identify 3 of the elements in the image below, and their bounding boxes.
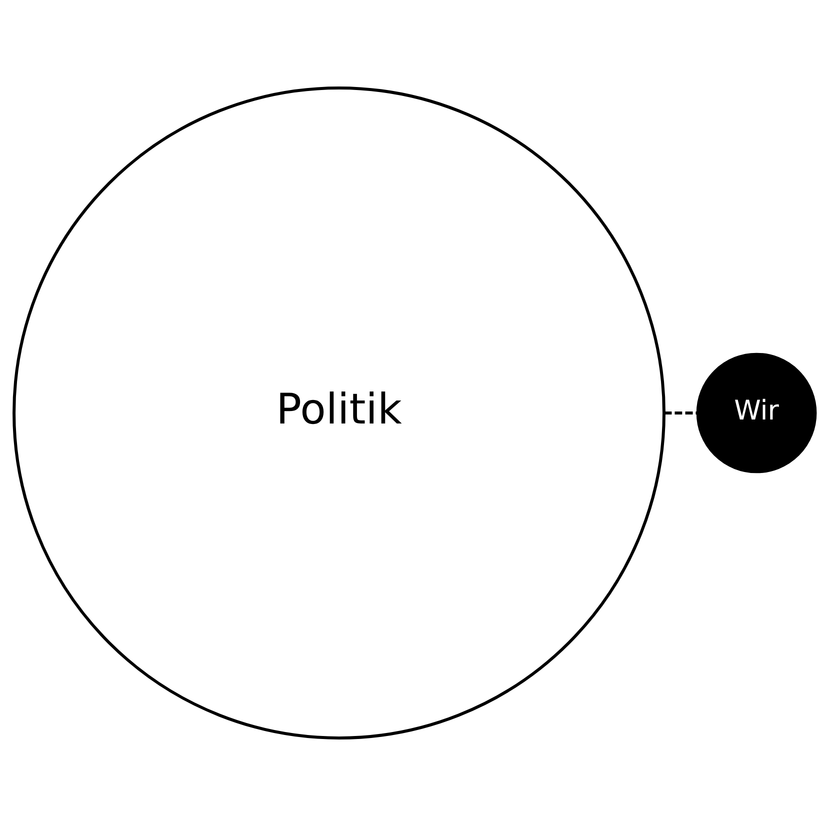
node-circle: Wir	[696, 352, 817, 474]
node-circle: Politik	[12, 86, 666, 740]
connector	[664, 412, 697, 414]
